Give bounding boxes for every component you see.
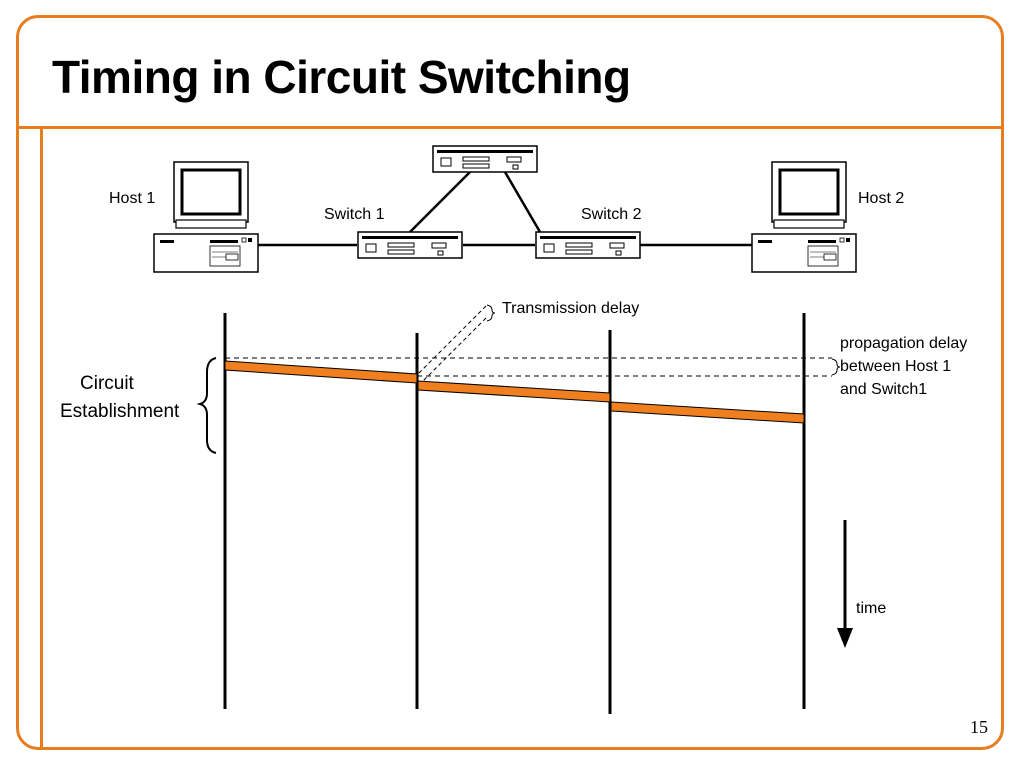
switch3-icon xyxy=(432,145,538,173)
transmission-delay-label: Transmission delay xyxy=(502,300,639,317)
left-margin-rule xyxy=(40,128,43,748)
circuit-establishment-brace xyxy=(196,357,217,454)
transmission-pointer-1 xyxy=(417,305,487,375)
propagation-label-line2: between Host 1 xyxy=(840,358,951,375)
switch1-label: Switch 1 xyxy=(324,206,385,223)
link-switch3-switch2 xyxy=(503,171,542,233)
slide-title: Timing in Circuit Switching xyxy=(52,51,631,103)
host2-computer-icon xyxy=(750,160,858,274)
switch2-icon xyxy=(535,231,641,259)
propagation-label-line3: and Switch1 xyxy=(840,381,927,398)
host1-label: Host 1 xyxy=(109,190,155,207)
title-divider xyxy=(16,126,1004,129)
link-switch1-switch3 xyxy=(409,171,471,233)
transmission-delay-brace xyxy=(486,304,496,322)
time-arrow-icon xyxy=(837,628,853,648)
switch1-icon xyxy=(357,231,463,259)
host1-computer-icon xyxy=(152,160,260,274)
signal-host1-to-switch1 xyxy=(224,360,418,384)
propagation-delay-brace xyxy=(831,358,841,376)
circuit-label-line1: Circuit xyxy=(80,373,135,394)
slide-frame xyxy=(16,15,1004,750)
page-number: 15 xyxy=(970,717,988,737)
propagation-label-line1: propagation delay xyxy=(840,335,967,352)
time-label: time xyxy=(856,600,886,617)
circuit-label-line2: Establishment xyxy=(60,401,180,422)
signal-switch1-to-switch2 xyxy=(417,380,611,403)
switch2-label: Switch 2 xyxy=(581,206,642,223)
transmission-pointer-2 xyxy=(419,317,487,385)
host2-label: Host 2 xyxy=(858,190,904,207)
signal-switch2-to-host2 xyxy=(610,401,805,424)
